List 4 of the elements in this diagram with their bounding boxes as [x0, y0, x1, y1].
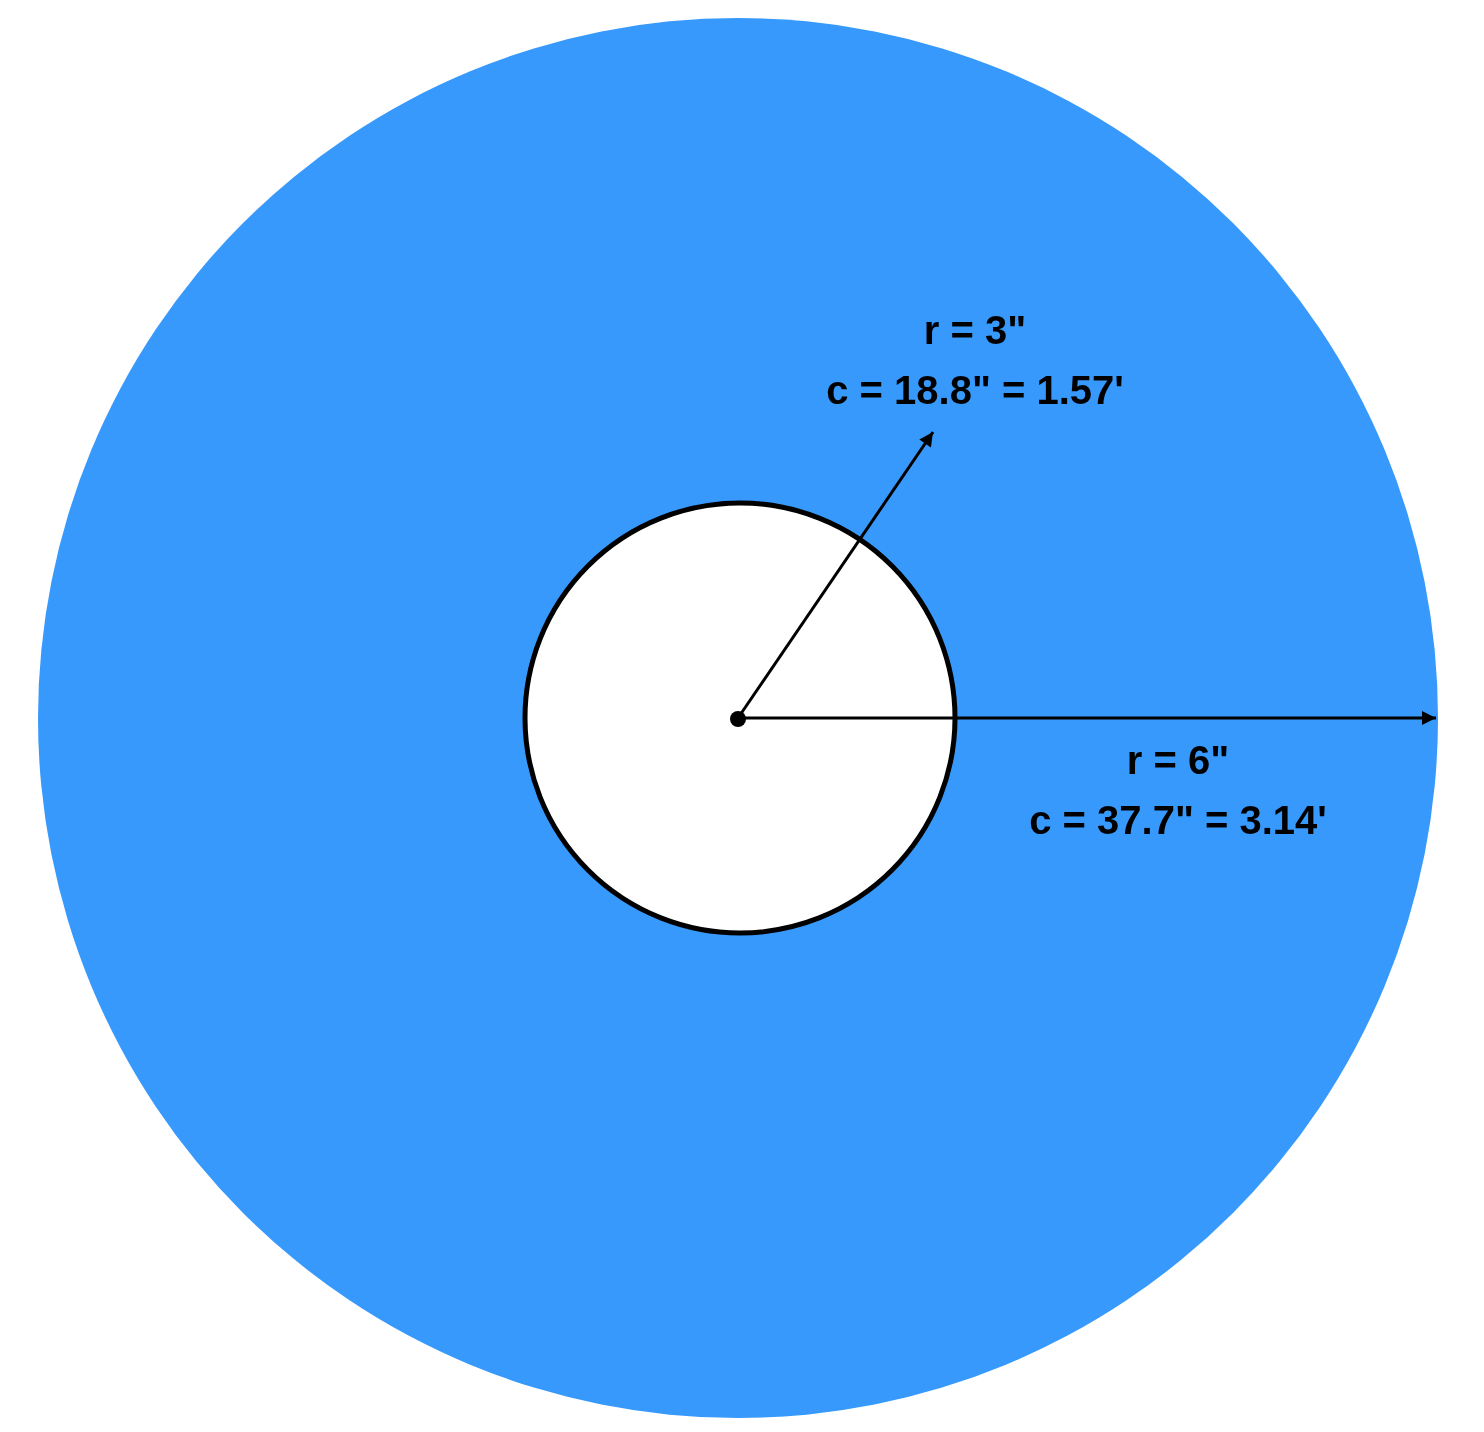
dimension-label: r = 6" — [1126, 737, 1230, 784]
dimension-label: c = 37.7" = 3.14' — [1029, 797, 1327, 844]
dimension-label: c = 18.8" = 1.57' — [826, 367, 1124, 414]
dimension-label: r = 3" — [923, 307, 1027, 354]
